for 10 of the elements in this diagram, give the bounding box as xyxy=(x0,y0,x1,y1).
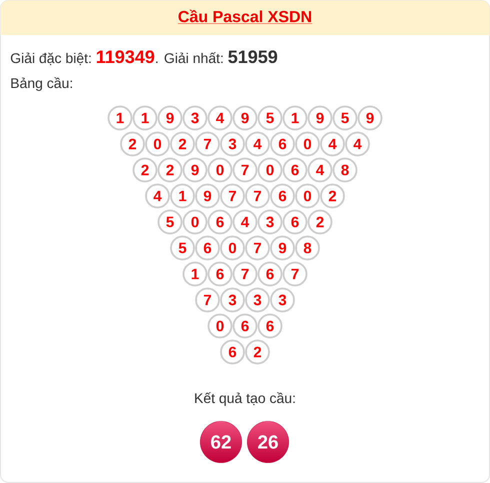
section-label: Bảng cầu: xyxy=(11,77,72,91)
label: . Giải nhất: xyxy=(156,52,223,64)
result-ball: 62 xyxy=(200,421,242,463)
label: Giải đặc biệt: xyxy=(10,52,91,66)
header-band: Cầu Pascal XSDN xyxy=(0,0,490,35)
section-label: Kết quả tạo cầu: xyxy=(195,392,295,406)
label: 51959 xyxy=(228,50,278,64)
result-ball: 26 xyxy=(247,421,289,463)
prize-line: Giải đặc biệt: 119349. Giải nhất: 51959 xyxy=(10,50,278,66)
label: 119349 xyxy=(96,50,154,64)
